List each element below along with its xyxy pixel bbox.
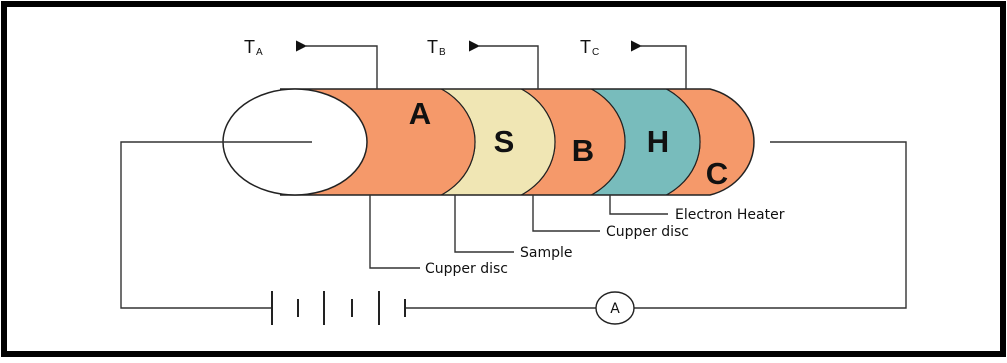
thermometer-b-subscript: B [439, 47, 446, 58]
stack-outline [280, 88, 755, 196]
heater-callout-label: Electron Heater [675, 207, 785, 223]
disc-c-label: C [706, 156, 728, 191]
thermometer-c-lead [630, 40, 687, 89]
thermometer-b-lead [468, 40, 539, 89]
copper-disc-b-callout-line [532, 195, 600, 232]
sample-callout-label: Sample [520, 245, 573, 261]
copper-disc-a-callout-label: Cupper disc [425, 261, 508, 277]
copper-disc-b-callout-label: Cupper disc [606, 224, 689, 240]
disc-b-label: B [572, 133, 594, 168]
heater-callout-line [609, 195, 668, 215]
thermometer-b-symbol: T [427, 37, 438, 57]
thermometer-a-subscript: A [256, 47, 263, 58]
thermometer-a-lead [295, 40, 378, 89]
circuit-wire-right [634, 141, 907, 309]
copper-disc-a-callout-line [369, 195, 420, 269]
circuit-wire-left [120, 141, 272, 309]
diagram-frame [1, 1, 1006, 357]
ammeter-label: A [610, 301, 620, 317]
disc-a-label: A [409, 96, 431, 131]
disc-stack: A S B H C [222, 88, 755, 196]
ammeter-circle [595, 291, 635, 325]
circuit: A [120, 141, 907, 325]
disc-s-label: S [494, 124, 515, 159]
disc-h-label: H [647, 124, 669, 159]
thermometer-leads: T A T B T C [244, 37, 687, 89]
battery [271, 291, 406, 325]
thermometer-c-subscript: C [592, 47, 599, 58]
sample-callout-line [454, 195, 514, 253]
thermometer-a-symbol: T [244, 37, 255, 57]
callouts: Electron Heater Cupper disc Sample Cuppe… [369, 195, 785, 277]
thermometer-c-symbol: T [580, 37, 591, 57]
ammeter: A [595, 291, 635, 325]
